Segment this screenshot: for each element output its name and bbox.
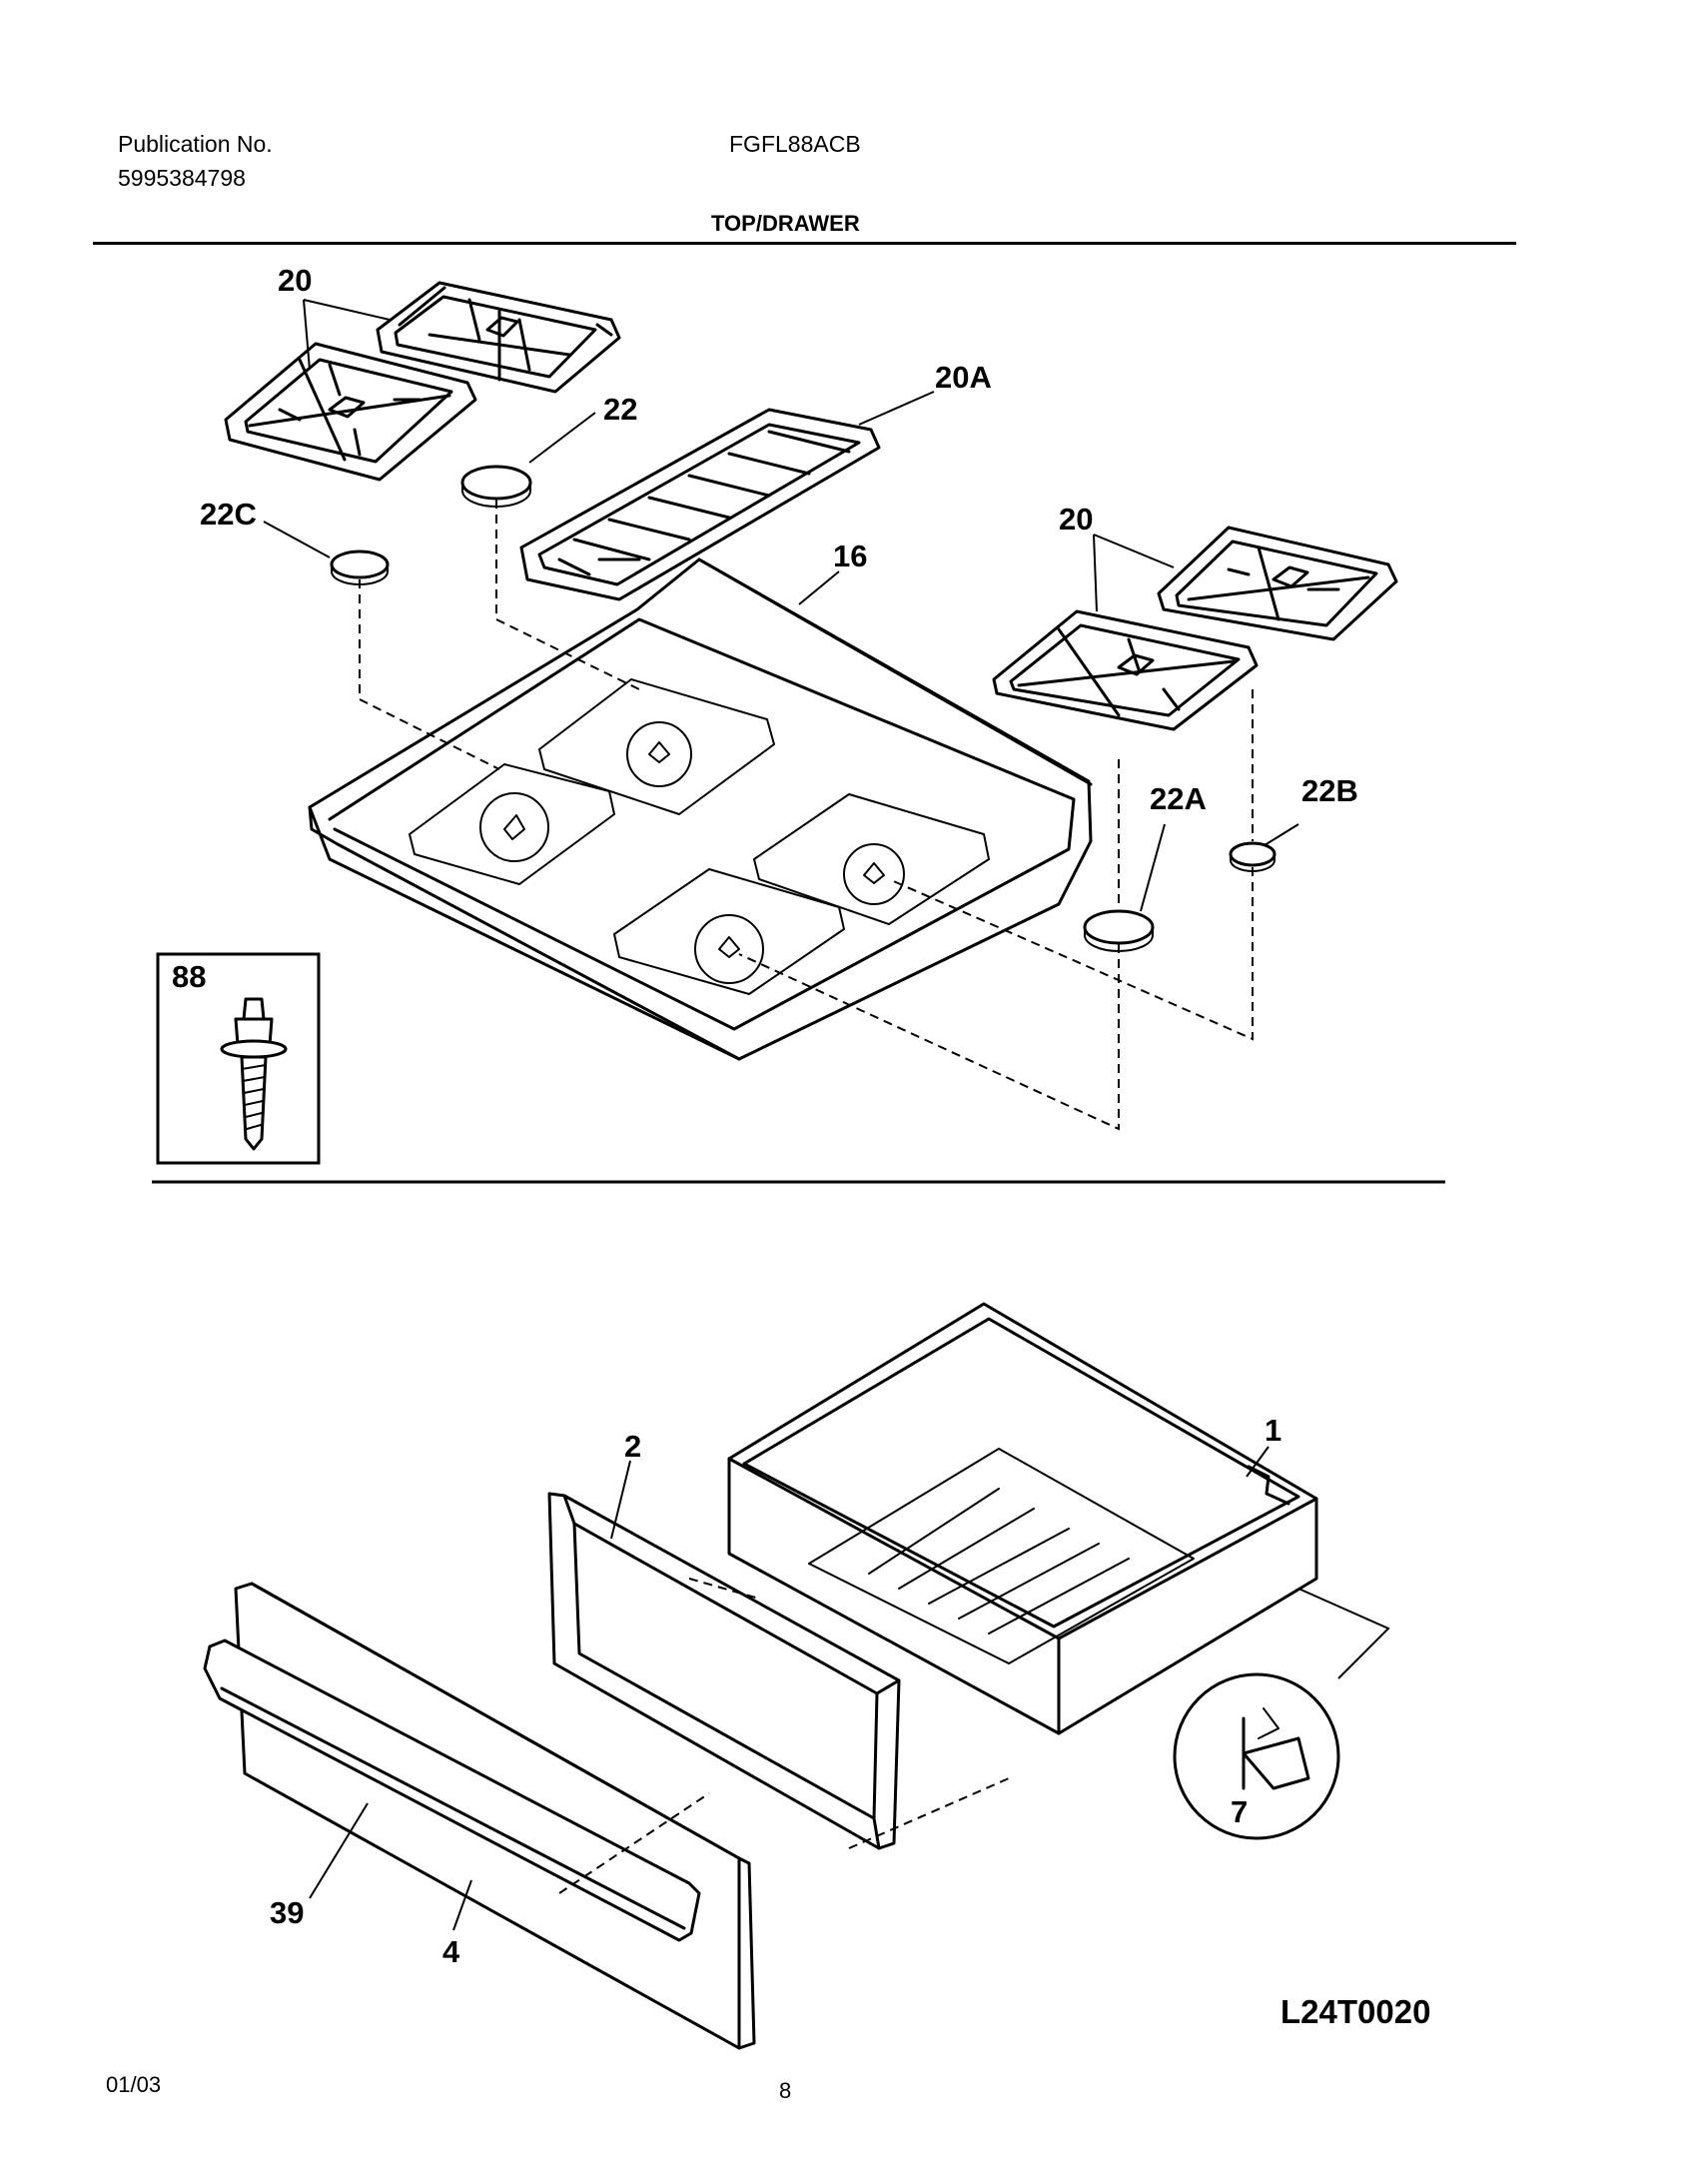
callout-88: 88 [172, 959, 206, 994]
drawer-front-frame [547, 1492, 901, 1850]
callout-1: 1 [1265, 1413, 1281, 1448]
inset-screw-stud [156, 952, 321, 1165]
callout-22B: 22B [1301, 773, 1358, 808]
page-number: 8 [779, 2078, 792, 2103]
burner-cap-22B [1229, 841, 1277, 872]
clip-detail [1173, 1672, 1340, 1840]
drawer-handle-trim [203, 1638, 701, 1942]
publication-label: Publication No. [118, 131, 273, 157]
footer-date: 01/03 [106, 2072, 162, 2097]
callout-20A: 20A [935, 360, 992, 395]
grate-right-front [992, 609, 1259, 731]
publication-number: 5995384798 [118, 165, 246, 191]
drawing-code: L24T0020 [1280, 1993, 1430, 2030]
leader-lines-drawer [309, 1446, 1390, 1931]
callout-20-left: 20 [278, 263, 312, 298]
grate-right-rear [1157, 526, 1398, 641]
grate-center [519, 408, 881, 601]
grate-left-rear [376, 281, 621, 394]
section-title: TOP/DRAWER [711, 211, 860, 236]
leader-lines-top [263, 299, 1299, 912]
drawer-body [727, 1302, 1318, 1735]
callout-2: 2 [624, 1429, 641, 1464]
header-rule [93, 242, 1516, 245]
callout-22C: 22C [200, 497, 257, 532]
callout-39: 39 [270, 1895, 304, 1930]
alignment-lines-top [359, 500, 1254, 1131]
burner-cap-22A [1083, 909, 1155, 952]
burner-cap-22 [460, 465, 532, 508]
callout-22: 22 [603, 392, 637, 427]
model-number: FGFL88ACB [729, 131, 861, 157]
callout-20-right: 20 [1059, 502, 1093, 537]
cooktop-main-top [308, 557, 1093, 1061]
callout-16: 16 [833, 539, 867, 573]
callout-22A: 22A [1150, 781, 1207, 816]
grate-left-front [224, 342, 477, 482]
callout-4: 4 [442, 1934, 460, 1969]
callout-7: 7 [1231, 1794, 1248, 1829]
alignment-lines-drawer [558, 1578, 1010, 1894]
